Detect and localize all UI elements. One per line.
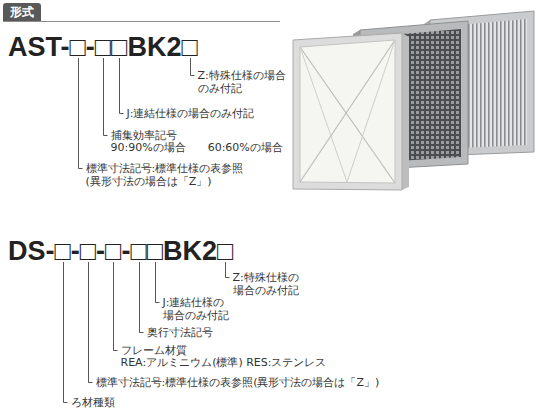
- leader-line: [114, 262, 118, 351]
- leader-line: [79, 58, 83, 169]
- leader-line: [104, 58, 108, 136]
- tab-label: 形式: [10, 5, 34, 19]
- callout-label: Z:特殊仕様の 場合のみ付記: [233, 271, 301, 297]
- tab-rule: [3, 21, 280, 22]
- model-code: DS-□-□-□-□□BK2□: [8, 236, 233, 266]
- callout-label: 標準寸法記号:標準仕様の表参照 (異形寸法の場合は「Z」): [86, 162, 245, 188]
- callout-label: Z:特殊仕様の場合 のみ付記: [198, 69, 288, 95]
- leader-line: [120, 58, 124, 114]
- callout-label: J:連結仕様の 場合のみ付記: [163, 296, 226, 322]
- callout-label: J:連結仕様の場合のみ付記: [127, 107, 255, 120]
- leader-line: [140, 262, 144, 333]
- leader-line: [89, 262, 93, 383]
- leader-line: [156, 262, 160, 303]
- callout-label: フレーム材質: [121, 344, 187, 357]
- section-tab: 形式: [3, 3, 41, 21]
- callout-label: REA:アルミニウム(標準) RES:ステンレス: [121, 356, 327, 369]
- callout-label: 90:90%の場合 60:60%の場合: [111, 141, 283, 154]
- callout-label: 捕集効率記号: [111, 129, 177, 142]
- callout-label: 標準寸法記号:標準仕様の表参照(異形寸法の場合は「Z」): [96, 376, 380, 389]
- leader-line: [64, 262, 68, 403]
- panel-filter: [293, 33, 409, 190]
- model-code: AST-□-□□BK2□: [8, 32, 198, 62]
- callout-label: ろ材種類: [71, 396, 115, 409]
- callout-label: 奥行寸法記号: [147, 326, 213, 339]
